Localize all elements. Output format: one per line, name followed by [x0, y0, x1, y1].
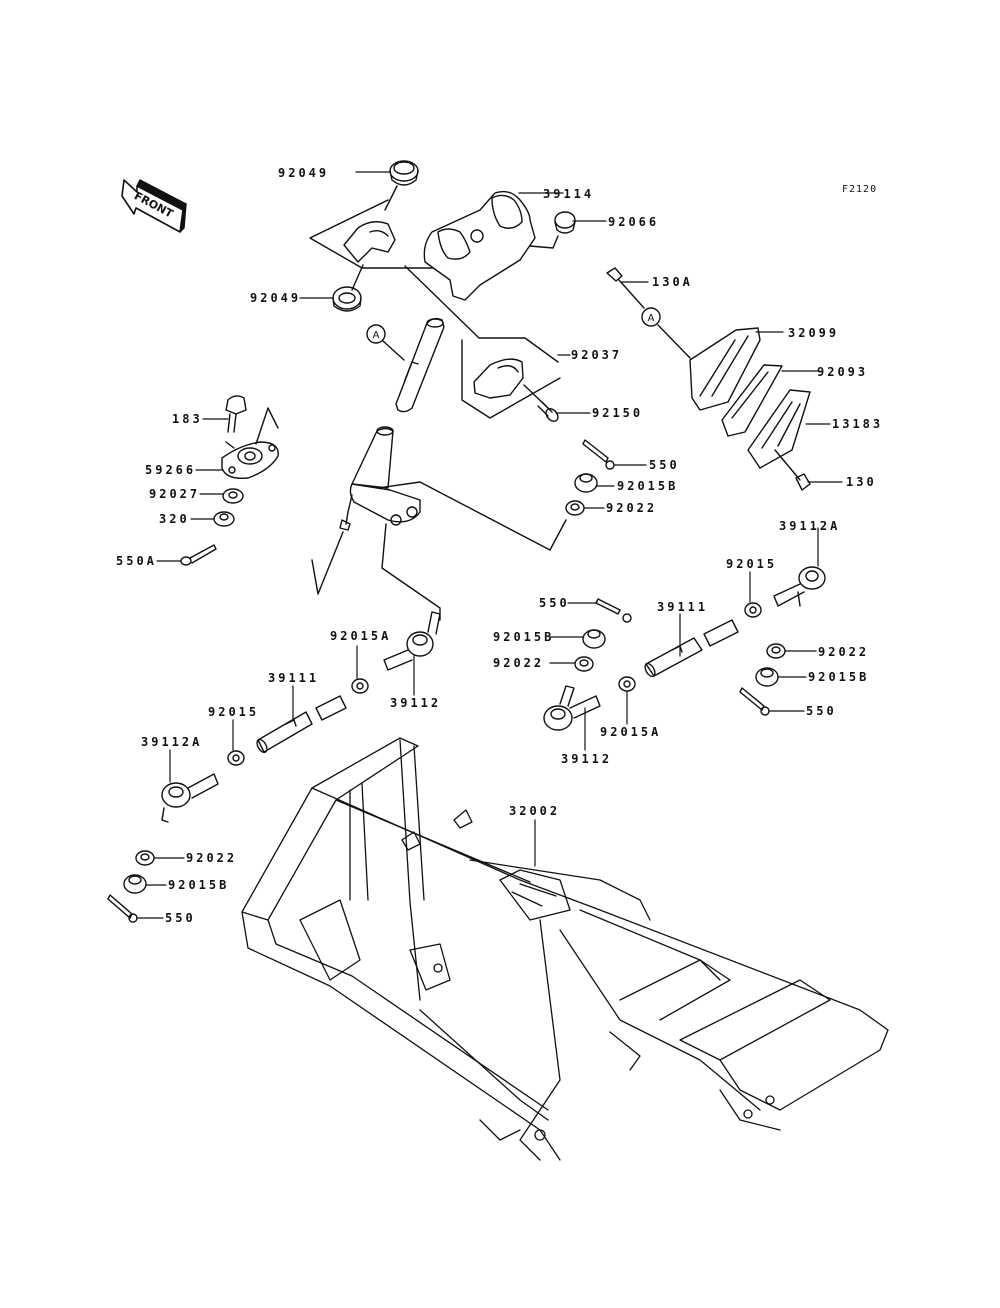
washer-92022-r3 — [766, 643, 786, 659]
leader-92037 — [404, 265, 559, 363]
front-arrow-icon — [121, 179, 187, 233]
nut-92015A-r — [618, 676, 636, 692]
castle-nut-92015B-r1 — [574, 473, 598, 493]
part-label[interactable]: 92027 — [149, 487, 201, 501]
bolt-130 — [774, 449, 811, 491]
cotter-pin-550-r1 — [582, 439, 615, 470]
callout-a-right — [641, 307, 691, 359]
part-label[interactable]: 32099 — [788, 326, 840, 340]
figure-id: F2120 — [842, 184, 878, 195]
part-label[interactable]: 92093 — [817, 365, 869, 379]
part-label[interactable]: 92022 — [818, 645, 870, 659]
part-label[interactable]: 320 — [159, 512, 190, 526]
part-label[interactable]: 92022 — [493, 656, 545, 670]
tie-rod-end-39112-l — [383, 611, 441, 671]
part-label[interactable]: 92015A — [600, 725, 662, 739]
leader-stem-right — [377, 481, 567, 551]
part-label[interactable]: 92015 — [726, 557, 778, 571]
cotter-pin-550A — [180, 544, 217, 566]
washer-92022-r2 — [574, 656, 594, 672]
part-label[interactable]: 92015 — [208, 705, 260, 719]
part-label[interactable]: 39114 — [543, 187, 595, 201]
part-label[interactable]: 92015A — [330, 629, 392, 643]
part-label[interactable]: 39111 — [657, 600, 709, 614]
part-label[interactable]: 92022 — [606, 501, 658, 515]
plate-13183 — [747, 389, 811, 469]
main-frame-32002 — [241, 737, 889, 1161]
part-label[interactable]: 550 — [539, 596, 570, 610]
bolt-130A — [606, 267, 645, 309]
bolt-92150 — [523, 384, 559, 422]
washer-92022-r1 — [565, 500, 585, 516]
callout-a-left — [366, 324, 405, 361]
leader-92049 — [309, 199, 481, 269]
washer-92027 — [222, 488, 244, 504]
seal-92049-top — [389, 160, 419, 186]
cotter-pin-550-r2 — [595, 598, 632, 623]
part-label[interactable]: 39112A — [779, 519, 841, 533]
callout-a-right-text: A — [648, 313, 655, 324]
nut-320 — [213, 511, 235, 527]
nut-92015A-l — [351, 678, 369, 694]
part-label[interactable]: 92066 — [608, 215, 660, 229]
part-label[interactable]: 92015B — [168, 878, 230, 892]
cotter-pin-550-r3 — [739, 687, 770, 716]
part-label[interactable]: 39112 — [390, 696, 442, 710]
bolt-183 — [225, 395, 247, 449]
handlebar-holder-39114 — [423, 190, 536, 301]
seal-92049-mid — [332, 286, 362, 312]
cotter-pin-550-l — [107, 894, 138, 923]
bearing-59266 — [221, 407, 279, 479]
part-label[interactable]: 13183 — [832, 417, 884, 431]
leader-stem-down — [381, 523, 441, 621]
castle-nut-92015B-r3 — [755, 667, 779, 687]
nut-92015-l — [227, 750, 245, 766]
castle-nut-92015B-l — [123, 874, 147, 894]
part-label[interactable]: 92022 — [186, 851, 238, 865]
part-label[interactable]: 39111 — [268, 671, 320, 685]
part-label[interactable]: 92015B — [493, 630, 555, 644]
part-label[interactable]: 32002 — [509, 804, 561, 818]
tie-rod-end-39112A-r — [773, 566, 826, 607]
part-label[interactable]: 550 — [649, 458, 680, 472]
part-label[interactable]: 130A — [652, 275, 693, 289]
part-label[interactable]: 550 — [165, 911, 196, 925]
part-label[interactable]: 92015B — [617, 479, 679, 493]
part-label[interactable]: 59266 — [145, 463, 197, 477]
part-label[interactable]: 92049 — [250, 291, 302, 305]
steering-stem — [339, 426, 421, 531]
steering-shaft-upper — [395, 317, 445, 413]
castle-nut-92015B-r2 — [582, 629, 606, 649]
part-label[interactable]: 550A — [116, 554, 157, 568]
part-label[interactable]: 39112 — [561, 752, 613, 766]
part-label[interactable]: 92049 — [278, 166, 330, 180]
tie-rod-end-39112A-l — [161, 773, 219, 823]
part-label[interactable]: 130 — [846, 475, 877, 489]
part-label[interactable]: 92037 — [571, 348, 623, 362]
part-label[interactable]: 39112A — [141, 735, 203, 749]
part-label[interactable]: 92015B — [808, 670, 870, 684]
gasket-92093 — [721, 364, 783, 437]
handlebar-clamp-upper-left — [343, 221, 396, 263]
part-label[interactable]: 92150 — [592, 406, 644, 420]
tie-rod-39111-r — [644, 619, 739, 678]
callout-a-left-text: A — [373, 330, 380, 341]
tie-rod-39111-l — [256, 695, 347, 754]
tie-rod-end-39112-r — [543, 685, 601, 731]
washer-92022-l — [135, 850, 155, 866]
leader-lines — [136, 171, 843, 919]
cap-92066 — [529, 211, 576, 249]
part-label[interactable]: 183 — [172, 412, 203, 426]
handlebar-clamp-lower — [473, 358, 524, 399]
part-label[interactable]: 550 — [806, 704, 837, 718]
cover-32099 — [689, 327, 761, 411]
nut-92015-r — [744, 602, 762, 618]
